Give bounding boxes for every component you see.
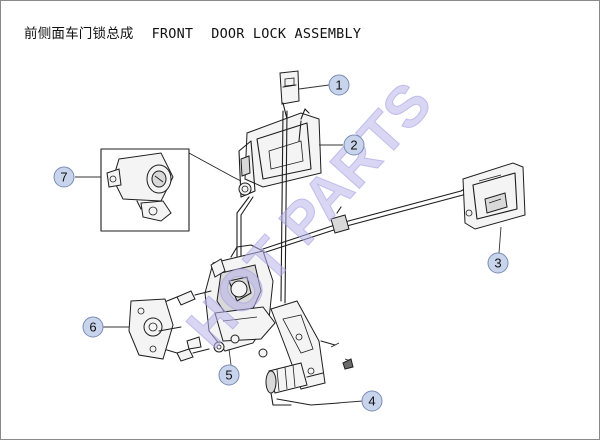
watermark-text: HOT PARTS [174, 70, 444, 359]
part-5-latch-assembly [204, 244, 276, 352]
title-english-front: FRONT [151, 26, 194, 42]
callout-4: 4 [361, 390, 383, 412]
callout-3: 3 [487, 252, 509, 274]
control-rods [236, 110, 302, 304]
part-7-key-cylinder [106, 152, 174, 222]
fasteners [156, 290, 268, 362]
part-6-striker [128, 298, 182, 360]
callout-2-label: 2 [350, 138, 357, 153]
callout-3-label: 3 [494, 256, 501, 271]
callout-7: 7 [53, 166, 75, 188]
callout-7-label: 7 [60, 170, 67, 185]
callout-6: 6 [82, 316, 104, 338]
part-4-actuator [265, 342, 354, 406]
callout-1-label: 1 [335, 78, 342, 93]
part-7-inset-box [100, 148, 190, 232]
callout-1: 1 [328, 74, 350, 96]
callout-2: 2 [343, 134, 365, 156]
diagram-title: 前侧面车门锁总成 FRONT DOOR LOCK ASSEMBLY [24, 22, 361, 42]
callout-leaders [75, 84, 502, 404]
lock-bracket [270, 300, 336, 390]
title-english-assembly: DOOR LOCK ASSEMBLY [211, 26, 362, 42]
part-3-inside-handle [462, 162, 526, 230]
callout-5-label: 5 [225, 368, 232, 383]
callout-4-label: 4 [368, 394, 375, 409]
callout-5: 5 [218, 364, 240, 386]
callout-6-label: 6 [89, 320, 96, 335]
hot-parts-watermark: HOT PARTS [174, 70, 445, 360]
title-chinese: 前侧面车门锁总成 [24, 26, 134, 42]
part-1-handle-cap [279, 70, 300, 105]
